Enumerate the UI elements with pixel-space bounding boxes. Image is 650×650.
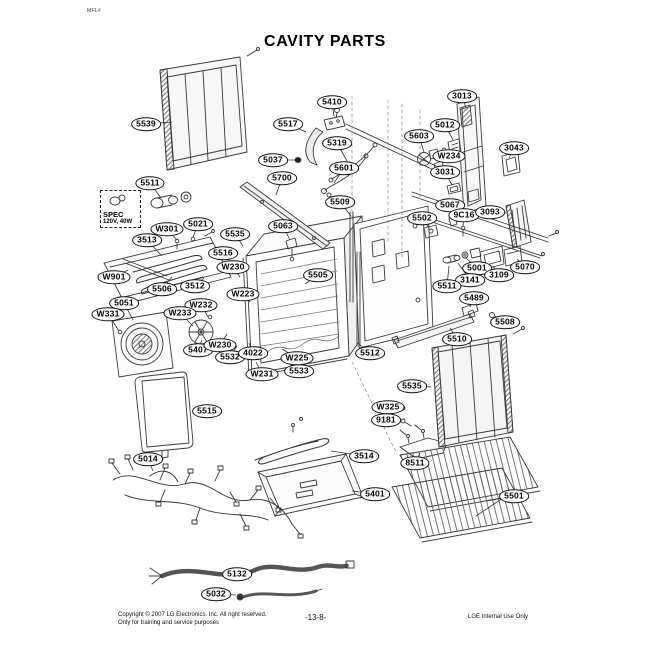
part-label-5401: 5401 <box>360 487 390 501</box>
part-label-W301: W301 <box>150 222 184 236</box>
part-label-5603: 5603 <box>404 129 434 143</box>
part-label-5319: 5319 <box>322 136 352 150</box>
part-label-3109: 3109 <box>484 268 514 282</box>
part-label-W331: W331 <box>91 307 125 321</box>
part-label-5032: 5032 <box>201 587 231 601</box>
part-label-W231: W231 <box>245 367 279 381</box>
right-insulation-panel <box>431 326 525 448</box>
part-label-5502: 5502 <box>407 211 437 225</box>
part-label-5535: 5535 <box>220 227 250 241</box>
bake-element <box>254 417 330 465</box>
part-label-5533: 5533 <box>284 364 314 378</box>
part-label-5037: 5037 <box>258 153 288 167</box>
power-cords <box>148 560 355 601</box>
part-label-5532: 5532 <box>215 350 245 364</box>
part-label-5505: 5505 <box>303 268 333 282</box>
part-label-5601: 5601 <box>329 161 359 175</box>
door-glass <box>134 371 194 459</box>
internal-use-note: LGE Internal Use Only <box>468 614 529 620</box>
part-label-3031: 3031 <box>430 165 460 179</box>
part-label-5510: 5510 <box>442 332 472 346</box>
part-label-9181: 9181 <box>371 413 401 427</box>
part-label-5132: 5132 <box>222 567 252 581</box>
part-label-5508: 5508 <box>490 315 520 329</box>
part-label-5070: 5070 <box>510 260 540 274</box>
part-label-W234: W234 <box>432 149 466 163</box>
part-label-3043: 3043 <box>499 141 529 155</box>
part-label-5501: 5501 <box>499 489 529 503</box>
oven-lamp-assembly <box>109 191 192 209</box>
part-label-5515: 5515 <box>192 404 222 418</box>
spec-title: SPEC <box>103 210 124 219</box>
part-label-5489: 5489 <box>459 291 489 305</box>
copyright-line-2: Only for training and service purposes <box>118 619 220 626</box>
part-label-W223: W223 <box>226 287 260 301</box>
part-label-5516: 5516 <box>208 246 238 260</box>
part-label-W233: W233 <box>163 306 197 320</box>
part-label-5410: 5410 <box>317 95 347 109</box>
page-number: -13-8- <box>305 613 327 622</box>
page-title: CAVITY PARTS <box>264 33 386 50</box>
header-code: MFL# <box>87 8 101 14</box>
part-label-3513: 3513 <box>132 233 162 247</box>
part-label-3512: 3512 <box>180 279 210 293</box>
spec-value: 120V, 40W <box>103 219 133 225</box>
part-label-3013: 3013 <box>447 89 477 103</box>
part-label-W901: W901 <box>97 270 131 284</box>
drawer-pan <box>257 453 364 517</box>
part-label-5051: 5051 <box>109 296 139 310</box>
part-label-3093: 3093 <box>475 205 505 219</box>
part-label-W225: W225 <box>280 351 314 365</box>
rear-panel <box>159 47 260 171</box>
part-label-5535: 5535 <box>397 379 427 393</box>
part-label-5063: 5063 <box>268 219 298 233</box>
part-label-5014: 5014 <box>133 452 163 466</box>
part-label-W230: W230 <box>216 260 250 274</box>
wire-harness <box>108 454 304 539</box>
part-label-5509: 5509 <box>325 195 355 209</box>
part-label-5517: 5517 <box>273 117 303 131</box>
part-label-5700: 5700 <box>267 171 297 185</box>
footer-copyright: Copyright © 2007 LG Electronics. Inc. Al… <box>118 612 267 627</box>
part-label-8511: 8511 <box>400 456 430 470</box>
part-label-5539: 5539 <box>131 117 161 131</box>
part-label-W325: W325 <box>371 400 405 414</box>
part-label-5021: 5021 <box>183 217 213 231</box>
part-label-5511: 5511 <box>432 279 462 293</box>
copyright-line-1: Copyright © 2007 LG Electronics. Inc. Al… <box>118 612 267 618</box>
right-bracket-column <box>391 96 559 349</box>
part-label-3514: 3514 <box>349 449 379 463</box>
part-label-4022: 4022 <box>238 346 268 360</box>
part-label-5511: 5511 <box>135 176 165 190</box>
part-label-5012: 5012 <box>430 118 460 132</box>
spec-callout-box: SPEC 120V, 40W <box>100 190 141 228</box>
part-label-W232: W232 <box>184 298 218 312</box>
part-label-5512: 5512 <box>355 346 385 360</box>
part-label-5506: 5506 <box>147 282 177 296</box>
side-vent-grille <box>111 311 174 378</box>
